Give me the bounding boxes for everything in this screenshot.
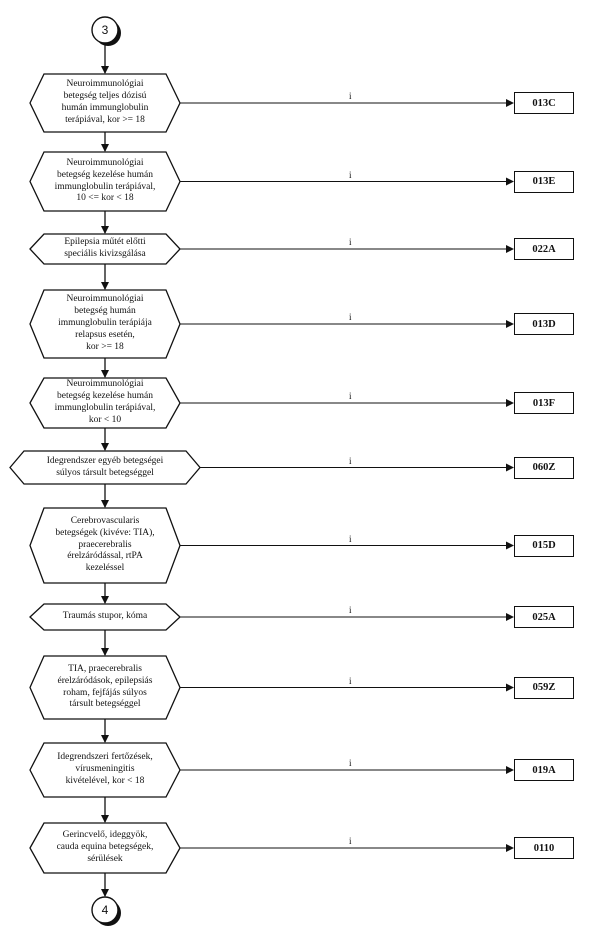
branch-label: i — [349, 605, 352, 615]
result-code-box: 015D — [514, 534, 574, 557]
branch-label: i — [349, 312, 352, 322]
result-code-box: 013F — [514, 392, 574, 414]
branch-label: i — [349, 237, 352, 247]
branch-label: i — [349, 533, 352, 544]
branch-label: i — [349, 169, 352, 180]
branch-label: i — [349, 758, 352, 768]
connector-bottom-label: 4 — [101, 903, 109, 917]
decision-text: Cerebrovascularis betegségek (kivéve: TI… — [55, 515, 155, 574]
result-code-box: 059Z — [514, 676, 574, 699]
decision-text: TIA, praecerebralis érelzáródások, epile… — [57, 663, 153, 710]
result-code-box: 060Z — [514, 456, 574, 479]
branch-label: i — [349, 675, 352, 686]
result-code-box: 013D — [514, 313, 574, 335]
branch-label: i — [349, 91, 352, 101]
decision-text: Neuroimmunológiai betegség humán immungl… — [58, 294, 152, 352]
decision-text: Idegrendszer egyéb betegségei súlyos tár… — [46, 455, 164, 478]
result-code-box: 025A — [514, 606, 574, 628]
decision-text: Neuroimmunológiai betegség kezelése humá… — [54, 157, 156, 204]
result-code-box: 0110 — [514, 837, 574, 859]
connector-top-label: 3 — [101, 23, 109, 37]
decision-text: Gerincvelő, ideggyök, cauda equina beteg… — [56, 830, 154, 864]
decision-text: Neuroimmunológiai betegség kezelése humá… — [54, 379, 156, 425]
branch-label: i — [349, 455, 352, 466]
decision-text: Neuroimmunológiai betegség teljes dózisú… — [61, 79, 149, 125]
decision-text: Epilepsia műtét előtti speciális kivizsg… — [64, 237, 146, 259]
decision-text: Traumás stupor, kóma — [62, 611, 148, 622]
result-code-box: 022A — [514, 238, 574, 260]
connector-bottom — [91, 896, 119, 924]
result-code-box: 013E — [514, 170, 574, 193]
result-code-box: 013C — [514, 92, 574, 114]
decision-text: Idegrendszeri fertőzések, vírusmeningiti… — [57, 752, 153, 786]
branch-label: i — [349, 836, 352, 846]
result-code-box: 019A — [514, 759, 574, 781]
branch-label: i — [349, 391, 352, 401]
